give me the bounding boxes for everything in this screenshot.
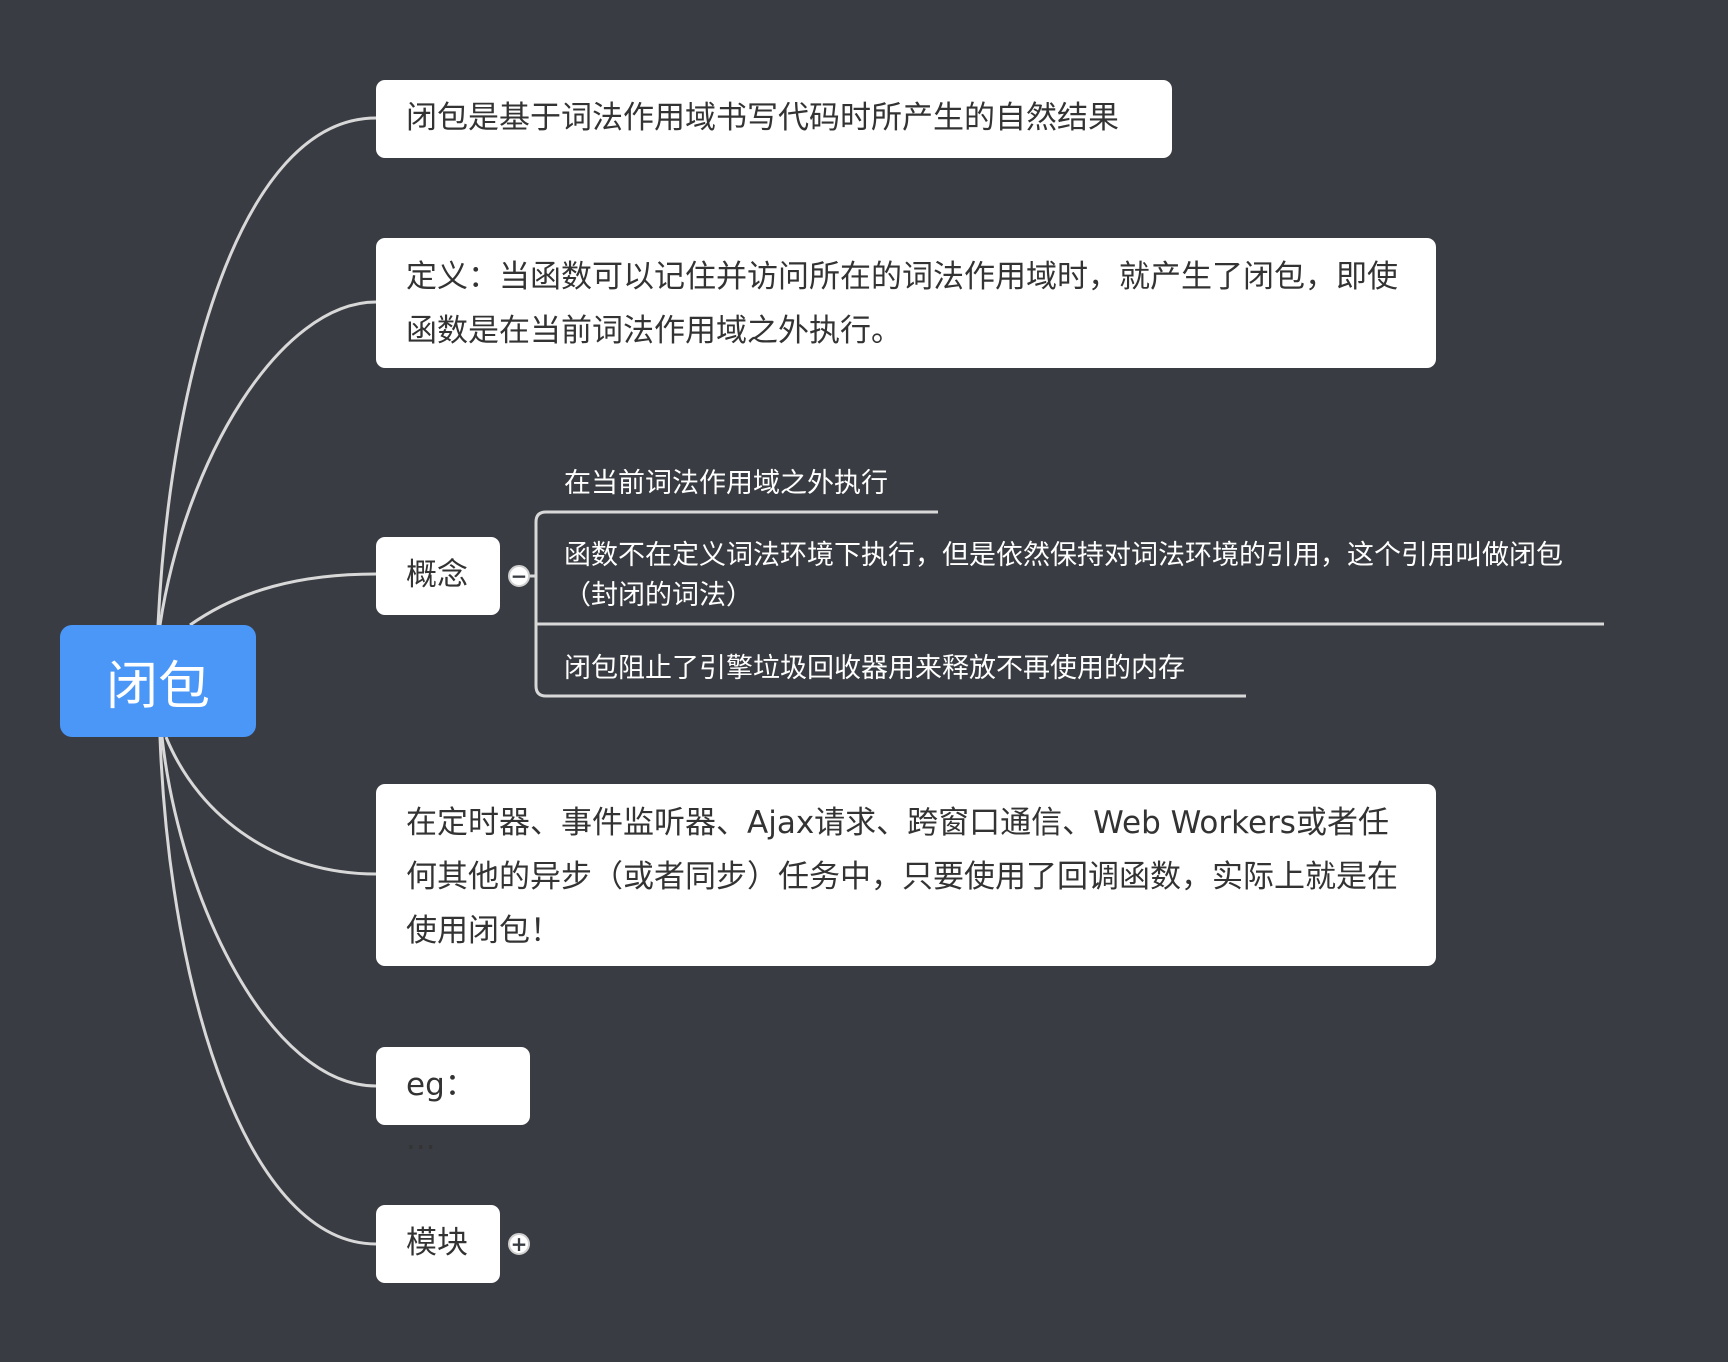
subtopic-keep-reference[interactable]: 函数不在定义词法环境下执行，但是依然保持对词法环境的引用，这个引用叫做闭包（封闭… [564,536,1564,616]
topic-concept[interactable]: 概念 [376,537,500,615]
topic-label: 定义：当函数可以记住并访问所在的词法作用域时，就产生了闭包，即使函数是在当前词法… [406,259,1398,349]
topic-label: 模块 [406,1225,468,1261]
topic-label: 概念 [406,557,468,593]
connector-branch-2 [158,300,377,626]
connector-branch-5 [160,736,377,1088]
subtopic-outside-scope[interactable]: 在当前词法作用域之外执行 [564,464,924,504]
topic-module[interactable]: 模块 [376,1205,500,1283]
subtopic-label: 函数不在定义词法环境下执行，但是依然保持对词法环境的引用，这个引用叫做闭包（封闭… [564,540,1563,611]
connector-branch-3 [189,572,377,627]
topic-lexical-scope-result[interactable]: 闭包是基于词法作用域书写代码时所产生的自然结果 [376,80,1172,158]
subtopic-label: 闭包阻止了引擎垃圾回收器用来释放不再使用的内存 [564,653,1185,684]
topic-definition[interactable]: 定义：当函数可以记住并访问所在的词法作用域时，就产生了闭包，即使函数是在当前词法… [376,238,1436,368]
collapse-minus-icon[interactable]: − [508,565,530,587]
topic-label: 在定时器、事件监听器、Ajax请求、跨窗口通信、Web Workers或者任何其… [406,805,1398,949]
topic-label: eg： ... [406,1067,476,1157]
connector-sub-3 [534,624,1246,698]
topic-example[interactable]: eg： ... [376,1047,530,1157]
connector-sub-1 [530,510,938,578]
central-topic-label: 闭包 [105,656,210,717]
connector-branch-4 [164,736,377,876]
connector-branch-6 [158,736,377,1246]
topic-callbacks[interactable]: 在定时器、事件监听器、Ajax请求、跨窗口通信、Web Workers或者任何其… [376,784,1436,966]
subtopic-label: 在当前词法作用域之外执行 [564,468,888,499]
topic-label: 闭包是基于词法作用域书写代码时所产生的自然结果 [406,100,1119,136]
expand-plus-icon[interactable]: + [508,1233,530,1255]
subtopic-prevent-gc[interactable]: 闭包阻止了引擎垃圾回收器用来释放不再使用的内存 [564,649,1264,689]
central-topic[interactable]: 闭包 [60,625,256,737]
connector-branch-1 [156,116,377,626]
